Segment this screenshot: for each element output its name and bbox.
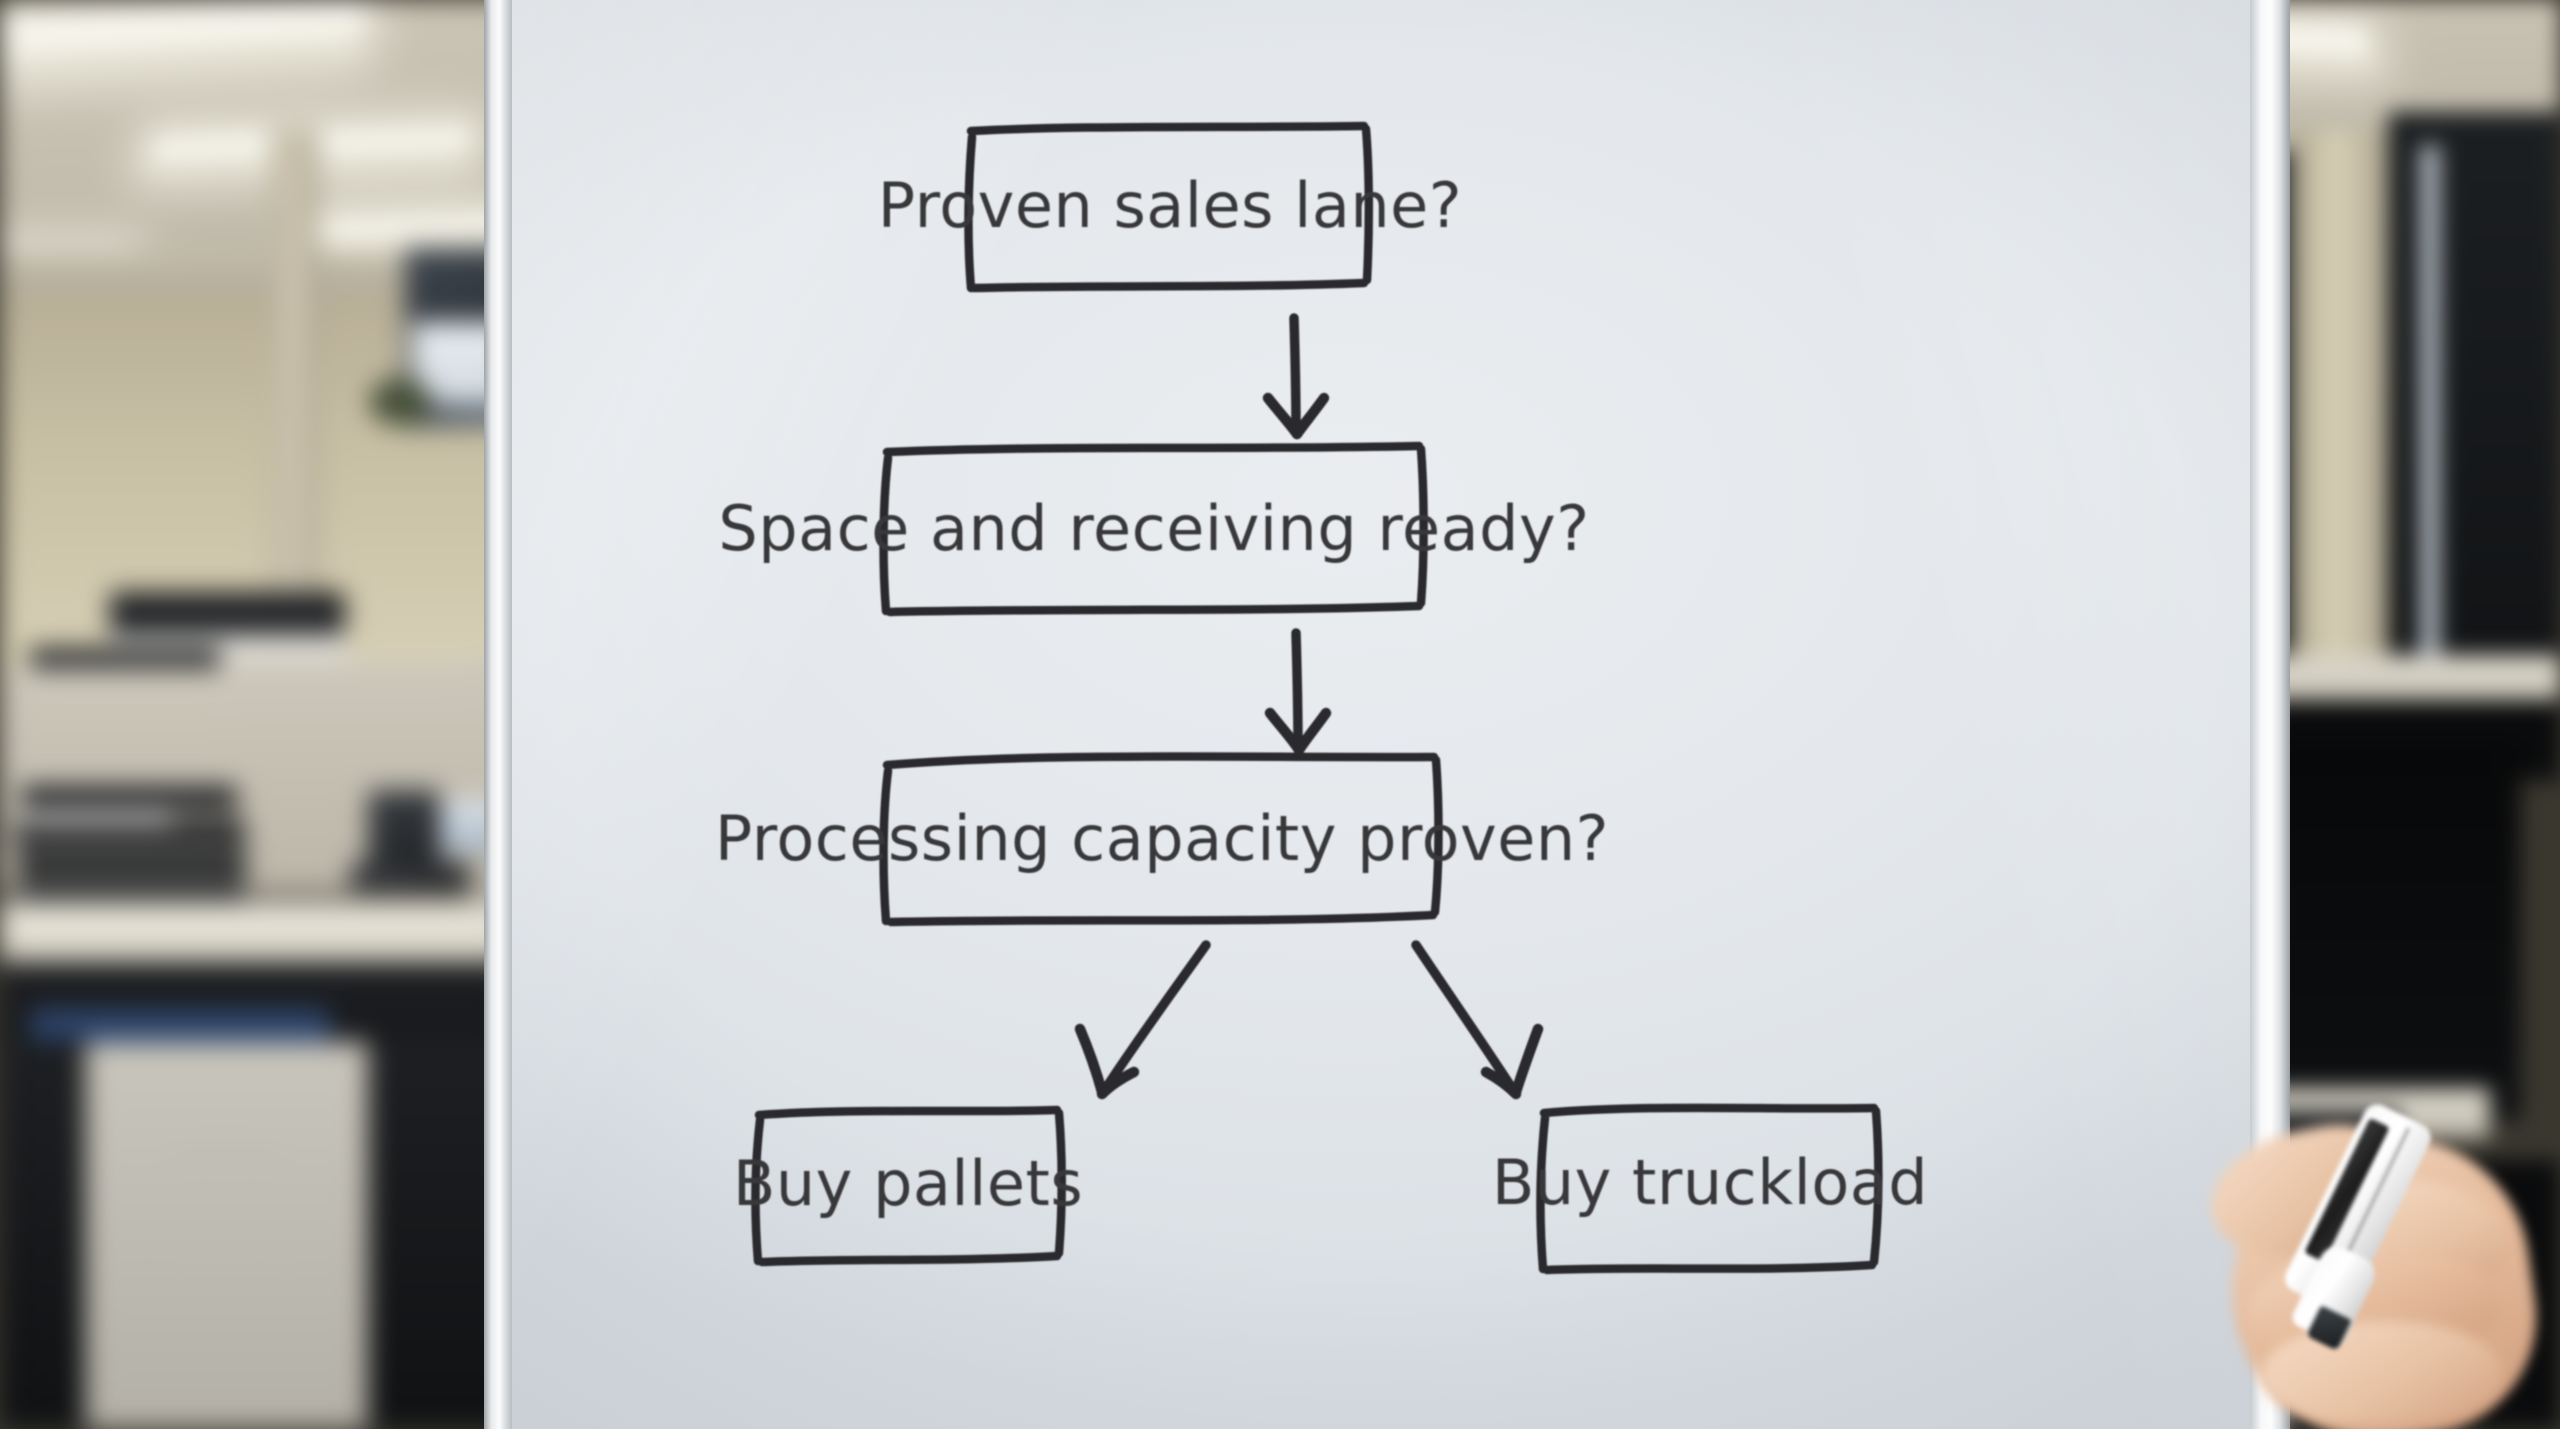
flow-node-proven-sales-lane[interactable]: Proven sales lane?: [878, 121, 1462, 293]
whiteboard-frame-left: [484, 0, 512, 1429]
flow-node-label: Processing capacity proven?: [715, 802, 1609, 875]
flow-arrow-3-left: [1074, 940, 1211, 1100]
flow-node-buy-truckload[interactable]: Buy truckload: [1492, 1103, 1928, 1275]
wall-column: [2292, 130, 2390, 690]
flow-node-space-receiving-ready[interactable]: Space and receiving ready?: [718, 441, 1589, 617]
paper-tray: [18, 852, 246, 878]
flow-node-label: Buy pallets: [733, 1147, 1083, 1220]
floor-shadow: [0, 1040, 85, 1429]
cubicle-partition: [236, 660, 486, 893]
paper-stack: [22, 808, 172, 824]
flow-node-label: Buy truckload: [1492, 1146, 1928, 1219]
flow-node-label: Proven sales lane?: [878, 169, 1462, 242]
whiteboard: Proven sales lane? Space and receiving r…: [484, 0, 2290, 1429]
desk-phone-base: [350, 862, 470, 890]
flow-node-processing-capacity-proven[interactable]: Processing capacity proven?: [715, 752, 1609, 927]
flow-node-buy-pallets[interactable]: Buy pallets: [733, 1105, 1083, 1267]
cabinet-handle: [178, 1262, 290, 1269]
cabinet-handle: [170, 1150, 285, 1157]
flow-node-label: Space and receiving ready?: [718, 492, 1589, 565]
window-blind: [2420, 145, 2440, 665]
desk-surface: [0, 902, 510, 972]
flow-arrow-1: [1262, 313, 1330, 440]
filing-cabinet: [78, 1042, 368, 1429]
window-panel: [2388, 112, 2560, 692]
flow-arrow-3-right: [1411, 940, 1544, 1100]
flow-arrow-2: [1264, 628, 1332, 756]
paper-tray: [22, 786, 237, 810]
plant: [370, 378, 432, 426]
paper-tray: [15, 820, 245, 846]
office-background-left: [0, 0, 560, 1429]
flowchart-drawing: Proven sales lane? Space and receiving r…: [715, 121, 1928, 1275]
